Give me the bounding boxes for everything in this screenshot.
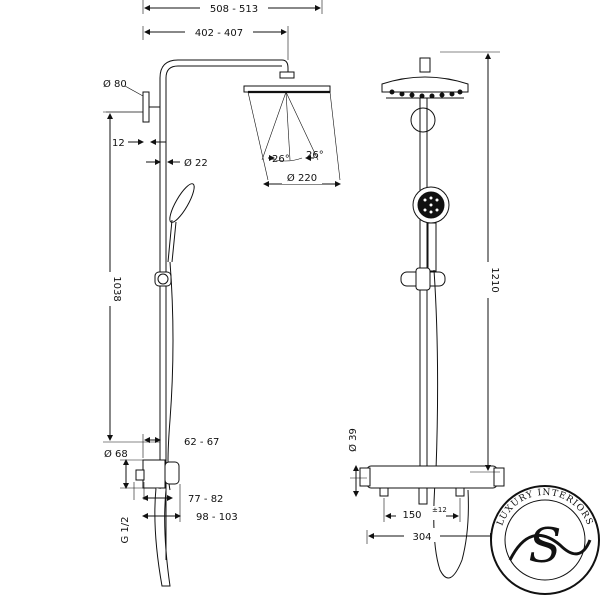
mixer-knob-right (493, 467, 505, 487)
inlet-right (455, 487, 465, 497)
shower-arm-inner (165, 65, 282, 79)
spray-line-1 (261, 91, 287, 161)
dim-inlet-spacing: 150 (402, 510, 421, 521)
wall-plate (142, 91, 150, 123)
dim-wall-offset: 12 (112, 138, 125, 149)
logo-monogram: S (529, 518, 562, 574)
dim-projection-2: 98 - 103 (196, 512, 238, 523)
inlet-left (379, 487, 389, 497)
mixer-body-side (142, 459, 166, 489)
head-joint (279, 71, 295, 79)
dim-mixer-offset: 62 - 67 (184, 437, 219, 448)
spout (154, 487, 171, 587)
dim-inlet-tolerance: ±12 (432, 506, 447, 514)
front-view-dimensions: 1210 Ø 39 150 ±12 304 (347, 51, 500, 544)
front-view (359, 57, 505, 579)
mixer-handle-side (164, 461, 180, 485)
dim-wall-mount: Ø 80 (103, 78, 127, 90)
dim-mixer-height: Ø 39 (347, 428, 359, 452)
mixer-knob-left (359, 467, 371, 487)
dim-connection: G 1/2 (120, 516, 131, 543)
hose-front (433, 269, 469, 579)
spray-edge-right (329, 91, 341, 181)
head-connector (419, 57, 431, 73)
dim-angle-right: 26° (306, 150, 324, 161)
wall-bracket (410, 107, 436, 133)
dim-width-total: 508 - 513 (210, 4, 258, 15)
mixer-outlet (418, 487, 428, 505)
hand-shower-handle (167, 219, 173, 263)
dim-pipe-dia: Ø 22 (184, 157, 208, 169)
mixer-inlet (135, 469, 145, 481)
dim-overall-height: 1210 (489, 267, 500, 292)
side-view (135, 59, 341, 587)
dim-column-height: 1038 (111, 276, 122, 301)
mixer-body-front (366, 465, 498, 489)
dim-projection-1: 77 - 82 (188, 494, 223, 505)
luxury-interiors-seal-icon: LUXURY INTERIORS S (490, 485, 600, 595)
dim-mixer-width: 304 (412, 532, 431, 543)
spray-line-3 (285, 91, 319, 161)
hand-shower-handle-front (427, 222, 437, 272)
dim-arm-length: 402 - 407 (195, 28, 243, 39)
hand-shower-head (169, 183, 195, 223)
dim-head-dia: Ø 220 (287, 172, 317, 184)
shower-head-front (381, 76, 469, 93)
spray-edge-left (247, 91, 269, 181)
shower-arm-outer (159, 59, 289, 79)
dim-angle-left: 26° (272, 154, 290, 165)
slider-knob (157, 273, 169, 285)
dim-mixer-body: Ø 68 (104, 448, 128, 460)
hose (167, 261, 174, 491)
side-view-dimensions: 508 - 513 402 - 407 Ø 80 12 Ø 22 26° 26°… (103, 0, 341, 544)
spray-line-2 (285, 91, 291, 161)
logo-swoosh (508, 534, 592, 561)
